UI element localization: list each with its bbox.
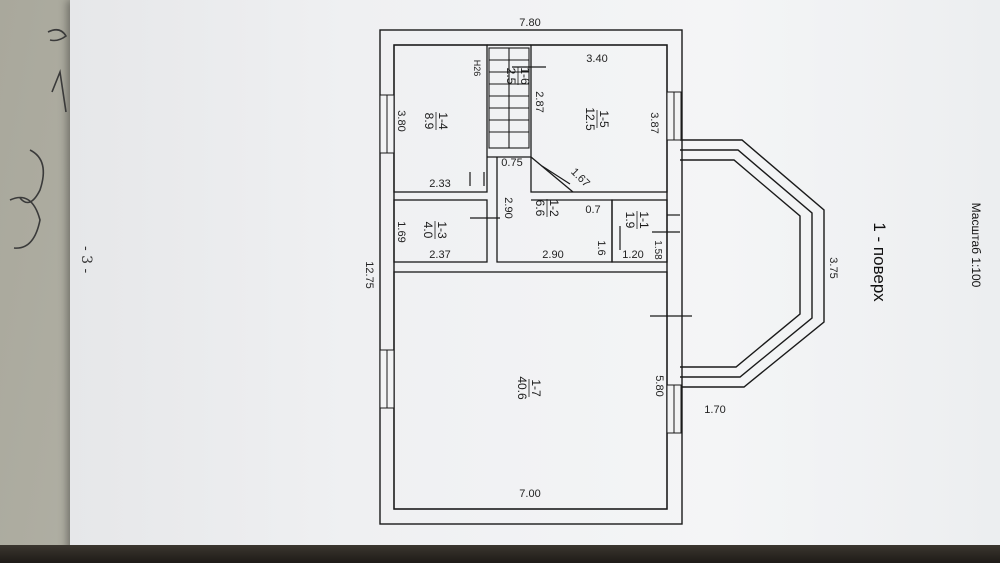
dim-room-1-4-height: 3.80 (395, 110, 407, 131)
scale-label: Масштаб 1:100 (969, 203, 983, 288)
stairs (488, 47, 530, 149)
room-1-4: 1-4 8.9 (422, 112, 450, 130)
dim-room-1-7-width: 7.00 (519, 488, 540, 500)
dim-door-width: 0.75 (501, 157, 522, 169)
handwritten-marks (9, 28, 68, 249)
dim-room-1-1-height: 1.6 (595, 240, 607, 255)
svg-text:1-4: 1-4 (436, 112, 450, 130)
svg-text:12.5: 12.5 (583, 107, 597, 131)
svg-text:6.6: 6.6 (533, 200, 547, 217)
svg-text:40.6: 40.6 (515, 376, 529, 400)
svg-text:8.9: 8.9 (422, 113, 436, 130)
dim-top-width: 7.80 (519, 17, 540, 29)
dim-room-1-2-height: 2.90 (502, 197, 514, 218)
room-1-1: 1-1 1.9 (623, 211, 651, 229)
dim-bay-length: 3.75 (827, 257, 839, 278)
svg-text:1-7: 1-7 (529, 379, 543, 397)
room-labels: 1-4 8.9 1-5 12.5 1-6 2.5 1-2 6.6 1-1 1.9… (421, 67, 651, 400)
dim-stair-height: H26 (472, 60, 482, 77)
dim-diagonal-wall: 1.67 (568, 166, 592, 190)
dim-room-1-2-width: 2.90 (542, 249, 563, 261)
dim-room-1-5-height: 3.87 (648, 112, 660, 133)
dim-stair-length: 2.87 (533, 91, 545, 112)
interior-walls (393, 44, 668, 510)
svg-text:1-3: 1-3 (435, 221, 449, 239)
dim-room-1-4-width: 2.33 (429, 178, 450, 190)
windows (379, 91, 682, 434)
dim-total-length: 12.75 (363, 261, 375, 289)
dim-door-1-2: 0.7 (585, 204, 600, 216)
svg-text:1-6: 1-6 (518, 67, 532, 85)
svg-text:2.5: 2.5 (504, 68, 518, 85)
floor-title: 1 - поверх (870, 222, 889, 302)
dim-room-1-3-width: 2.37 (429, 249, 450, 261)
room-1-7: 1-7 40.6 (515, 376, 543, 400)
dim-bay-depth: 1.70 (704, 404, 725, 416)
svg-text:1.9: 1.9 (623, 212, 637, 229)
svg-text:1-2: 1-2 (547, 199, 561, 217)
dim-room-1-3-height: 1.69 (395, 221, 407, 242)
paper-sheet (70, 0, 1000, 563)
svg-text:1-1: 1-1 (637, 211, 651, 229)
bay-window (680, 139, 825, 388)
page-mark: - 3 - (78, 246, 94, 274)
room-1-2: 1-2 6.6 (533, 199, 561, 217)
dim-room-1-1-width: 1.20 (622, 249, 643, 261)
dim-room-1-7-height: 5.80 (653, 375, 665, 396)
svg-text:4.0: 4.0 (421, 222, 435, 239)
dim-room-1-5-width: 3.40 (586, 53, 607, 65)
table-edge (0, 545, 1000, 563)
room-1-5: 1-5 12.5 (583, 107, 611, 131)
dim-room-1-1-side: 1.58 (652, 240, 663, 260)
svg-text:1-5: 1-5 (597, 110, 611, 128)
room-1-6: 1-6 2.5 (504, 67, 532, 85)
room-1-3: 1-3 4.0 (421, 221, 449, 239)
dimension-labels: 7.80 3.40 3.80 2.33 H26 2.87 3.87 0.75 1… (363, 17, 839, 500)
